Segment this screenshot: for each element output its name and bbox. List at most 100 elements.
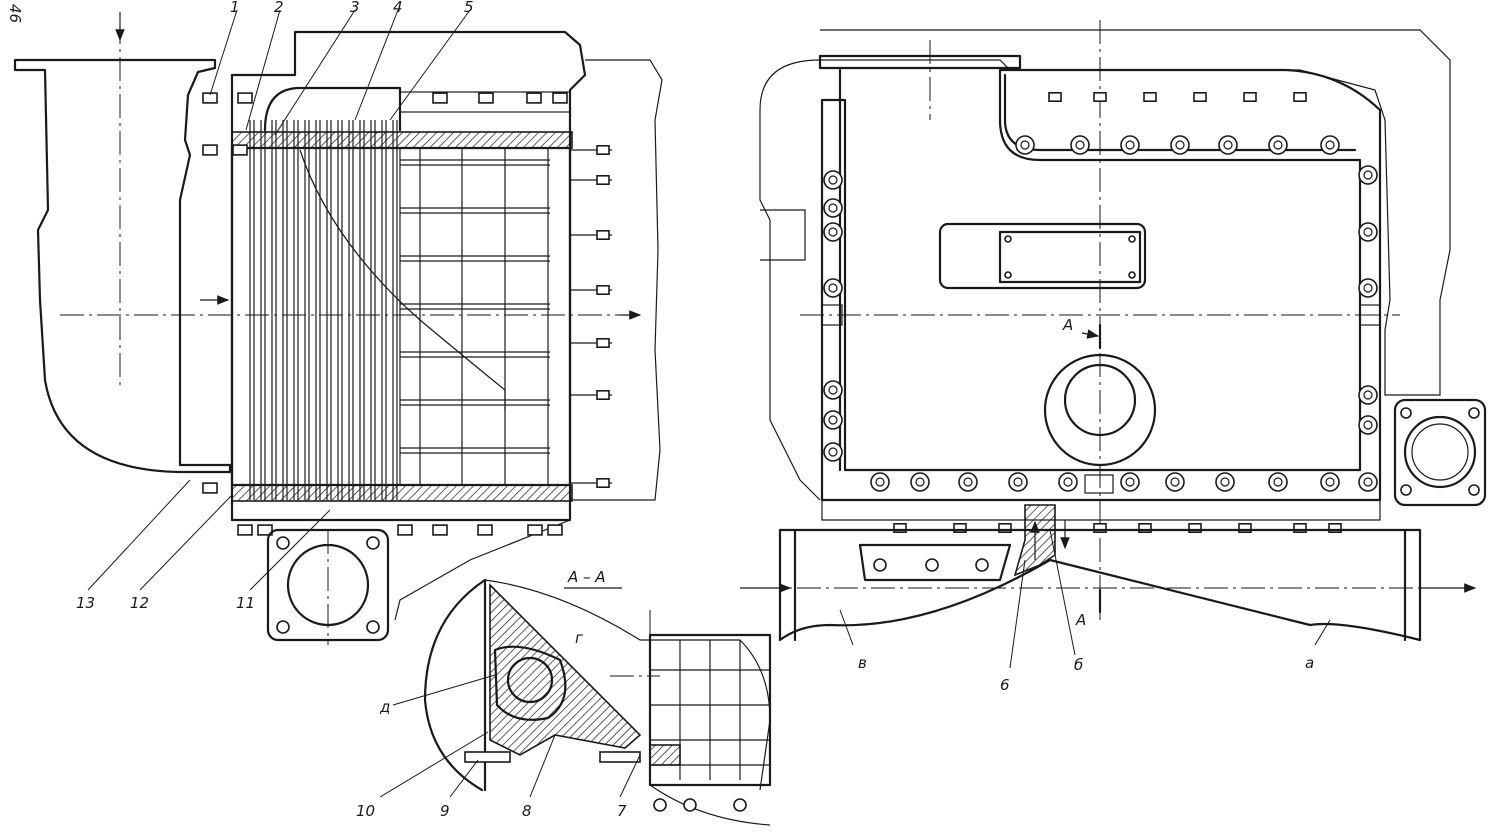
inspection-port: [1043, 353, 1157, 467]
bolt: [478, 92, 494, 104]
callout-6: 6: [1000, 676, 1010, 694]
callout-2: 2: [274, 0, 284, 16]
section-label: А – А: [567, 568, 606, 586]
callout-13: 13: [76, 594, 95, 612]
side-flange: [1393, 398, 1487, 507]
callout-5: 5: [464, 0, 474, 16]
bolt: [596, 284, 610, 295]
cover-bolt: [958, 472, 978, 492]
bolt: [1143, 92, 1157, 103]
bolt: [1238, 522, 1252, 533]
cover-bolt: [910, 472, 930, 492]
callout-9: 9: [440, 802, 450, 820]
left-view: [13, 12, 663, 645]
cover-bolt-ring: [823, 92, 1378, 533]
right-bolt-row: [570, 145, 612, 488]
bolt: [547, 524, 563, 536]
bolt: [202, 92, 218, 104]
bolt: [1293, 92, 1307, 103]
nameplate-recess: [938, 222, 1147, 290]
bolt: [1328, 522, 1342, 533]
letter-b: б: [1074, 656, 1083, 674]
collector-pipe: [778, 528, 1422, 642]
callout-11: 11: [236, 594, 255, 612]
letter-g: г: [575, 629, 583, 647]
cover-bolt: [1218, 135, 1238, 155]
right-callouts: в 6 б а: [839, 529, 1331, 694]
right-view: А А: [740, 20, 1487, 642]
bracket-casting: [489, 583, 642, 756]
bolt: [527, 524, 543, 536]
section-mark-bottom: А: [1075, 611, 1086, 629]
callout-1: 1: [230, 0, 240, 16]
cover-bolt: [1058, 472, 1078, 492]
bolt: [596, 175, 610, 186]
top-bolt-row: [202, 92, 568, 104]
letter-a: а: [1305, 654, 1314, 672]
bolt: [1093, 92, 1107, 103]
bolt: [596, 145, 610, 156]
cover-bolt: [823, 278, 843, 298]
bolt: [552, 92, 568, 104]
bolt: [596, 477, 610, 488]
bolt: [397, 524, 413, 536]
cover-bolt: [823, 410, 843, 430]
cover-bolt: [1120, 472, 1140, 492]
callout-7: 7: [617, 802, 627, 820]
cover-bolt: [870, 472, 890, 492]
cover-bolt: [1015, 135, 1035, 155]
cover-bolt: [1170, 135, 1190, 155]
tube-bundle: [249, 120, 398, 500]
bolt: [953, 522, 967, 533]
bolt: [1188, 522, 1202, 533]
callout-10: 10: [356, 802, 375, 820]
cover-bolt: [1070, 135, 1090, 155]
bolt: [1093, 522, 1107, 533]
bolt: [1243, 92, 1257, 103]
cover-bolt: [1358, 472, 1378, 492]
cover-bolt: [823, 380, 843, 400]
callout-12: 12: [130, 594, 149, 612]
callout-3: 3: [350, 0, 360, 16]
section-callouts: г д 10 9 8 7: [356, 629, 641, 820]
cover-bolt: [1358, 222, 1378, 242]
cover-bolt: [823, 170, 843, 190]
frame-silhouette: [570, 59, 663, 501]
bolt: [432, 524, 448, 536]
letter-v: в: [858, 654, 867, 672]
bolt: [257, 524, 273, 536]
cover-bolt: [1008, 472, 1028, 492]
left-callouts: 1 2 3 4 5 13 12 11: [76, 0, 474, 612]
cover-bolt: [1215, 472, 1235, 492]
cover-bolt: [823, 442, 843, 462]
bolt: [1048, 92, 1062, 103]
section-a-a: А – А: [423, 568, 772, 826]
housing-outline: [230, 30, 587, 522]
cover-bolt: [1320, 472, 1340, 492]
cover-bolt: [1358, 165, 1378, 185]
cover-bolt: [1320, 135, 1340, 155]
bolt: [477, 524, 493, 536]
page-number: 46: [6, 4, 24, 23]
cover-plate: [820, 68, 1382, 502]
right-frame-silhouette: [759, 29, 1451, 501]
cover-bolt: [1358, 278, 1378, 298]
callout-8: 8: [522, 802, 532, 820]
bolt: [202, 482, 218, 494]
cover-bolt: [1268, 135, 1288, 155]
bolt: [596, 389, 610, 400]
letter-d: д: [379, 698, 390, 716]
bolt: [893, 522, 907, 533]
cover-bolt: [823, 222, 843, 242]
bolt: [432, 92, 448, 104]
bolt: [596, 230, 610, 241]
cover-bolt: [1358, 415, 1378, 435]
cover-bolt: [1165, 472, 1185, 492]
cover-bolt: [1120, 135, 1140, 155]
callout-4: 4: [393, 0, 403, 16]
fin-grid: [399, 148, 550, 485]
bolt: [232, 144, 248, 156]
cover-bolt: [1268, 472, 1288, 492]
bolt: [202, 144, 218, 156]
